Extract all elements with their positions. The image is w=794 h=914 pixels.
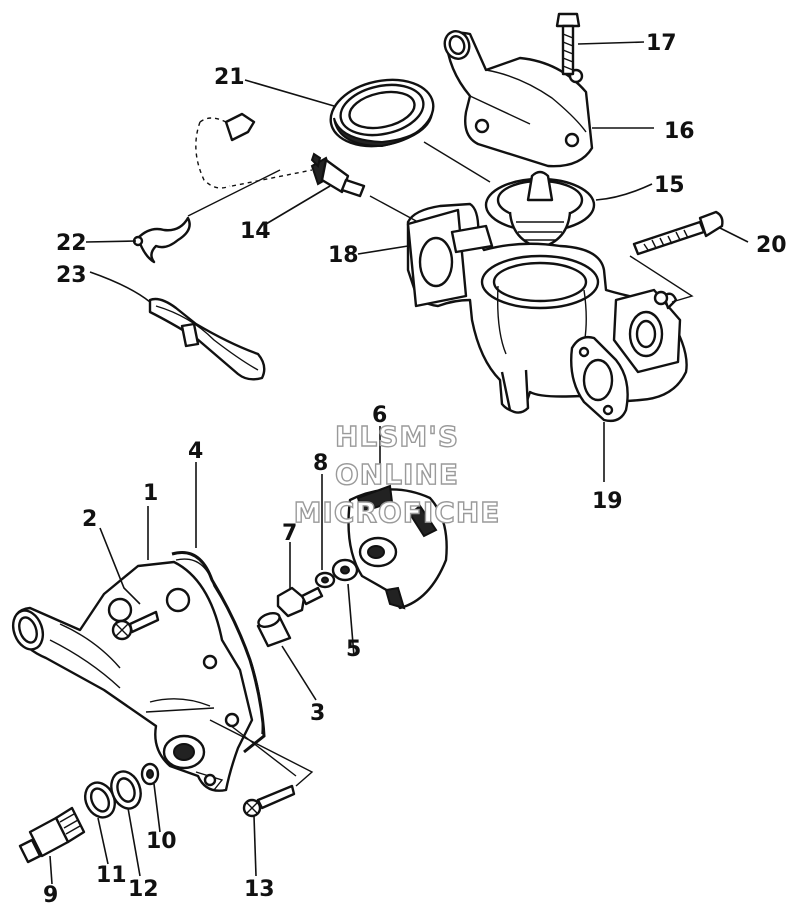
callout-6: 6 (372, 403, 387, 428)
part-6-impeller (347, 484, 448, 610)
callout-labels: 1 2 3 4 5 6 7 8 9 10 11 12 13 14 15 16 1… (43, 31, 787, 908)
part-1-pump-housing (11, 560, 254, 792)
watermark-line-2: ONLINE (335, 458, 459, 491)
callout-7: 7 (282, 521, 297, 546)
callout-1: 1 (143, 481, 158, 506)
part-5-washer (331, 558, 359, 582)
callout-9: 9 (43, 883, 58, 908)
part-16-housing-cover (443, 30, 594, 168)
part-2-screw (111, 610, 160, 641)
callout-14: 14 (240, 219, 271, 244)
part-15-thermostat (484, 170, 596, 255)
callout-10: 10 (146, 829, 177, 854)
part-22-hose-clip (132, 216, 191, 264)
part-13-screw (242, 784, 296, 818)
callout-4: 4 (188, 439, 203, 464)
watermark-line-3: MICROFICHE (294, 496, 501, 529)
part-20-long-bolt (632, 210, 724, 256)
callout-19: 19 (592, 489, 623, 514)
callout-12: 12 (128, 877, 159, 902)
watermark: HLSM'S ONLINE MICROFICHE (293, 419, 501, 529)
part-14-temperature-sensor (310, 152, 366, 198)
watermark-line-1: HLSM'S (335, 420, 459, 453)
part-8-washer (314, 571, 336, 589)
callout-2: 2 (82, 507, 97, 532)
part-23-cable-tie (148, 297, 266, 381)
callout-13: 13 (244, 877, 275, 902)
callout-5: 5 (346, 637, 361, 662)
part-9-fitting (18, 806, 86, 864)
part-7-bolt (276, 586, 324, 618)
callout-16: 16 (664, 119, 695, 144)
assembly-lines (187, 112, 694, 787)
part-10-small-washer (140, 762, 160, 786)
part-17-bolt (555, 12, 581, 76)
callout-11: 11 (96, 863, 127, 888)
part-12-ring (110, 770, 142, 810)
callout-17: 17 (646, 31, 677, 56)
callout-23: 23 (56, 263, 87, 288)
callout-21: 21 (214, 65, 245, 90)
callout-22: 22 (56, 231, 87, 256)
callout-18: 18 (328, 243, 359, 268)
part-21-seal-ring (329, 78, 435, 148)
callout-20: 20 (756, 233, 787, 258)
leader-lines (49, 41, 749, 885)
callout-8: 8 (313, 451, 328, 476)
part-3-collar (256, 612, 292, 648)
part-19-gasket (570, 335, 629, 423)
part-11-circlip (84, 781, 116, 819)
callout-3: 3 (310, 701, 325, 726)
callout-15: 15 (654, 173, 685, 198)
part-4-pump-gasket (171, 551, 266, 754)
